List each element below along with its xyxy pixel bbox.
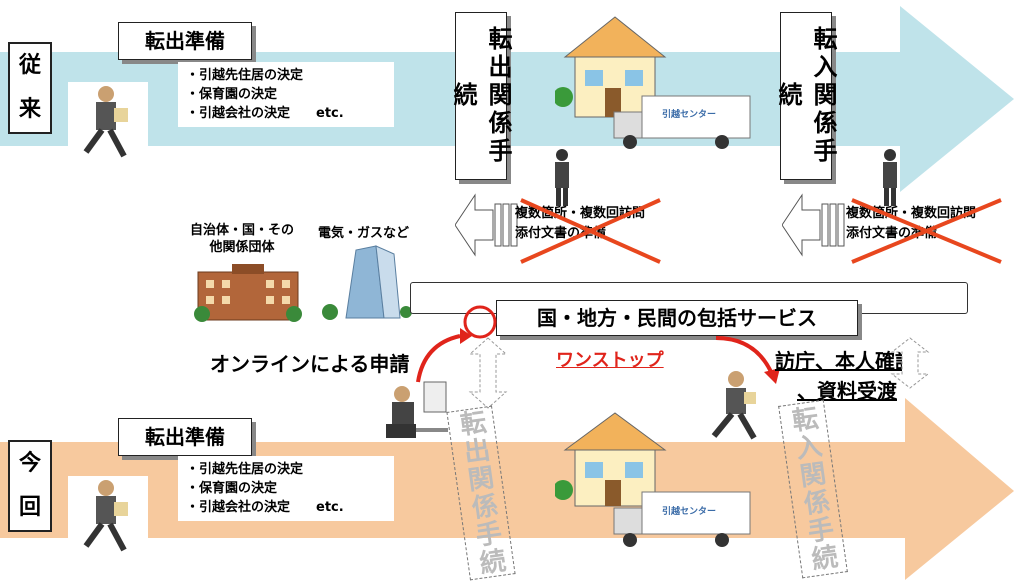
multiple-visits-arrows [782,193,845,257]
move-out-procedure-box: 転出関係手続 [449,12,512,180]
cross-out-mark [851,198,1002,264]
bullet-item: ・保育園の決定 [186,481,278,496]
running-person-icon [68,82,148,162]
standing-person-icon [883,149,897,206]
org-label: 自治体・国・その 他関係団体 [182,222,302,256]
online-connection-circle [463,305,497,339]
bullet-item: ・引越会社の決定 etc. [186,106,344,121]
bullet-item: ・保育園の決定 [186,87,278,102]
one-stop-label: ワンストップ [556,350,664,371]
person-at-computer-icon [386,381,448,438]
side-label-char-1: 従 [18,53,41,78]
side-label-char-2: 来 [18,97,41,122]
curved-arrow-down [715,336,780,384]
bottom-flow-arrow [0,398,1014,580]
cross-out-mark [520,198,661,264]
dashed-up-down-arrow [468,337,508,409]
truck-label: 引越センター [662,110,717,120]
prep-bullet-list: ・引越先住居の決定 ・保育園の決定 ・引越会社の決定 etc. [178,62,394,127]
side-label-char-2: 回 [18,495,41,520]
bullet-item: ・引越会社の決定 etc. [186,500,344,515]
dashed-up-down-arrow [890,337,930,389]
comprehensive-service-title: 国・地方・民間の包括サービス [496,300,858,336]
truck-label: 引越センター [662,507,717,517]
moving-out-prep-title: 転出準備 [118,418,252,456]
online-application-label: オンラインによる申請 [210,352,410,376]
moving-truck-icon [613,95,751,149]
utility-label: 電気・ガスなど [318,226,410,241]
visit-line-1: 訪庁、本人確認 [775,349,915,373]
top-flow-arrow [0,6,1014,192]
multiple-visits-arrows [455,193,518,257]
office-tower-icon [322,245,412,320]
bullet-item: ・引越先住居の決定 [186,68,304,83]
curved-arrow-up [416,328,472,383]
standing-person-icon [555,149,569,206]
visit-confirmation-label: 訪庁、本人確認 、資料受渡 [775,346,915,406]
visit-line-2: 、資料受渡 [797,379,897,403]
running-person-icon [68,476,148,556]
side-label-char-1: 今 [18,451,41,476]
bullet-item: ・引越先住居の決定 [186,462,304,477]
government-building-icon [194,264,302,322]
org-label-line-2: 他関係団体 [209,240,275,255]
walking-person-icon [711,371,757,440]
prep-bullet-list: ・引越先住居の決定 ・保育園の決定 ・引越会社の決定 etc. [178,456,394,521]
move-in-procedure-box: 転入関係手続 [774,12,837,180]
moving-truck-icon [613,491,751,547]
moving-out-prep-title: 転出準備 [118,22,252,60]
new-approach-label: 今 回 [8,440,52,532]
conventional-label: 従 来 [8,42,52,134]
org-label-line-1: 自治体・国・その [189,223,294,238]
